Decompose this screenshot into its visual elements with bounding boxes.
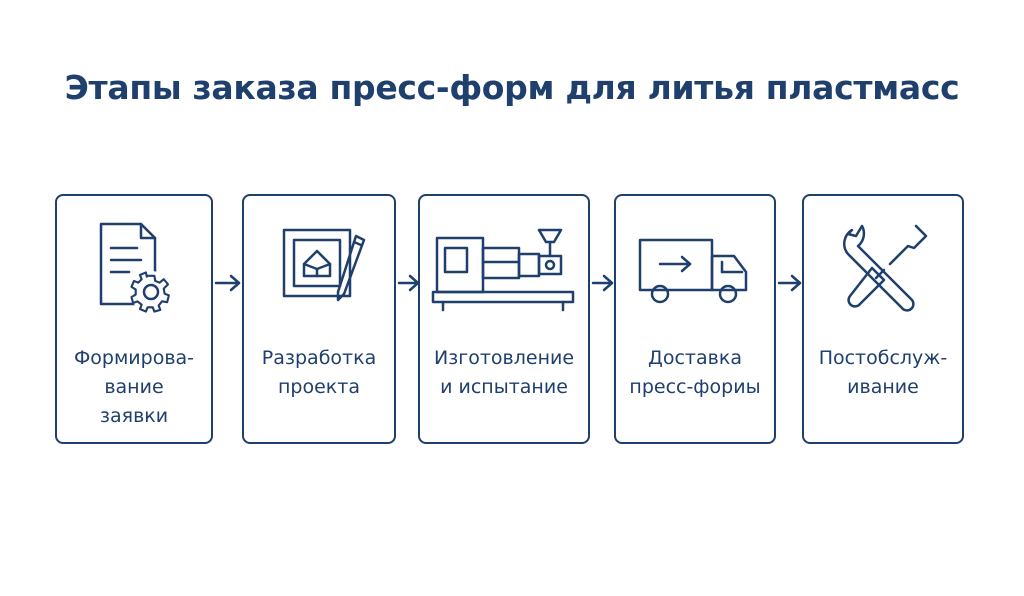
injection-machine-icon xyxy=(420,216,588,324)
drawing-pencil-icon xyxy=(244,216,394,324)
step-label: Постобслуж- ивание xyxy=(818,347,948,398)
step-after-sales-service: Постобслуж- ивание xyxy=(802,194,964,444)
step-project-development: Разработка проекта xyxy=(242,194,396,444)
step-label: Разработка проекта xyxy=(261,347,377,398)
document-gear-icon xyxy=(57,216,211,324)
arrow-right-icon xyxy=(777,274,802,292)
step-manufacturing-testing: Изготовление и испытание xyxy=(418,194,590,444)
page-title: Этапы заказа пресс-форм для литья пластм… xyxy=(64,68,960,107)
arrow-right-icon xyxy=(214,274,241,292)
step-delivery: Доставка пресс-фориы xyxy=(614,194,776,444)
step-label: Формирова- вание заявки xyxy=(73,347,195,427)
delivery-truck-icon xyxy=(616,216,774,324)
wrench-screwdriver-icon xyxy=(804,216,962,324)
arrow-right-icon xyxy=(591,274,614,292)
step-label: Доставка пресс-фориы xyxy=(629,347,761,398)
step-request-formation: Формирова- вание заявки xyxy=(55,194,213,444)
step-label: Изготовление и испытание xyxy=(433,347,575,398)
